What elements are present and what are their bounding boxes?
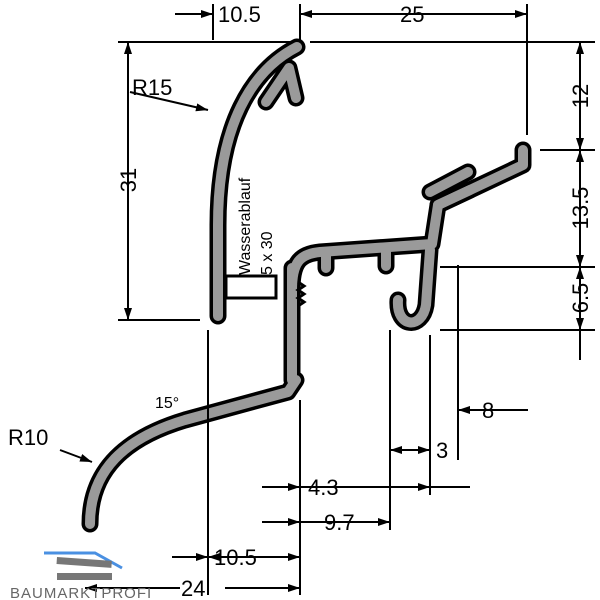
dim-8: 8 [482, 398, 494, 423]
baumarktprofi-logo: BAUMARKTPROFI [10, 551, 152, 600]
dim-4-3: 4.3 [308, 475, 339, 500]
dim-right-bottom: 6.5 [568, 283, 593, 314]
dim-top-left: 10.5 [218, 2, 261, 27]
dim-right-top: 12 [568, 84, 593, 108]
dimension-lines [59, 4, 595, 595]
dim-top-right: 25 [400, 2, 424, 27]
logo-text: BAUMARKTPROFI [10, 585, 152, 600]
dim-bottom-24: 24 [181, 576, 205, 600]
profile-teeth [295, 280, 307, 308]
dim-radius-bottom: R10 [8, 425, 48, 450]
dim-right-middle: 13.5 [568, 187, 593, 230]
drainage-label: Wasserablauf [237, 177, 254, 275]
dim-angle: 15° [155, 395, 179, 412]
dim-3: 3 [436, 438, 448, 463]
drainage-slot [224, 274, 278, 300]
profile-fill [85, 42, 528, 529]
dim-bottom-10-5: 10.5 [214, 545, 257, 570]
dim-left-height: 31 [116, 168, 141, 192]
drainage-size-label: 5 x 30 [259, 231, 276, 275]
dim-radius-top: R15 [132, 75, 172, 100]
dim-9-7: 9.7 [324, 510, 355, 535]
